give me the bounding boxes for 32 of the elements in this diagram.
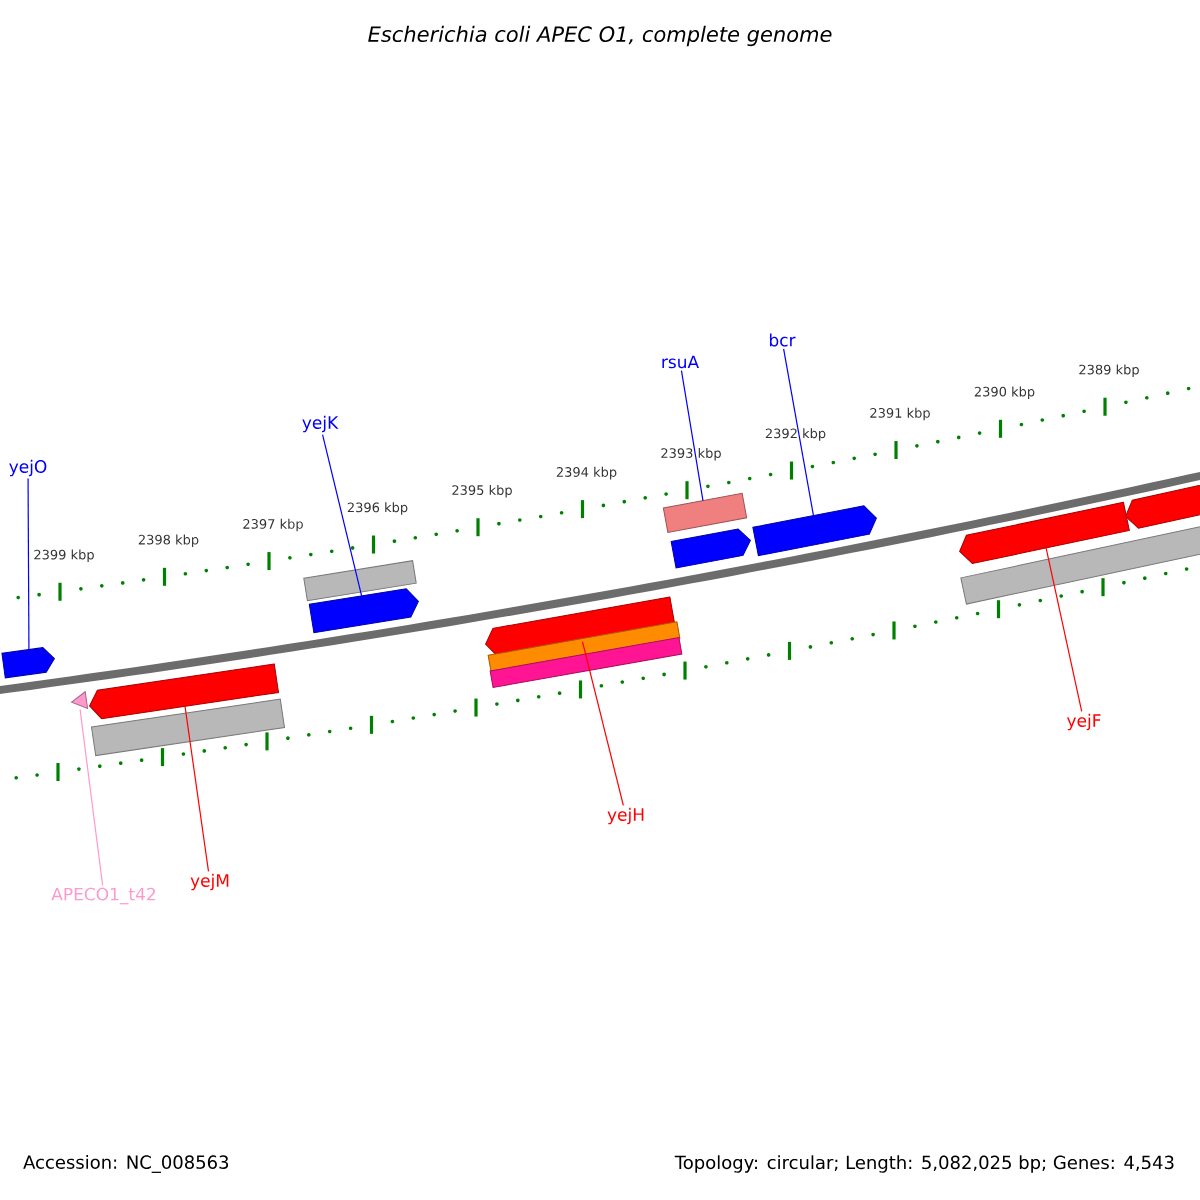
gene-feature xyxy=(89,663,279,720)
gene-feature xyxy=(1125,481,1200,529)
gene-label: yejM xyxy=(190,873,229,891)
gene-bar xyxy=(91,698,285,757)
leader-line xyxy=(79,708,104,886)
gene-bar xyxy=(303,560,417,602)
gene-label: bcr xyxy=(770,333,796,347)
accession-text: Accession: NC_008563 xyxy=(23,1155,229,1173)
gene-feature xyxy=(752,505,877,557)
leader-line xyxy=(27,478,30,651)
gene-bar xyxy=(662,492,748,533)
leader-line xyxy=(1045,547,1083,712)
gene-feature xyxy=(670,528,751,569)
leader-line xyxy=(184,705,210,872)
gene-label: yejH xyxy=(607,807,644,825)
gene-label: yejK xyxy=(302,415,339,433)
gene-label: yejO xyxy=(9,459,47,477)
leader-line xyxy=(783,348,815,517)
title: Escherichia coli APEC O1, complete genome xyxy=(368,25,832,47)
gene-bar xyxy=(489,637,683,688)
leader-line xyxy=(581,641,624,806)
gene-marker xyxy=(71,691,89,709)
gene-label: yejF xyxy=(1067,713,1101,731)
leader-line xyxy=(321,434,363,597)
gene-label: rsuA xyxy=(662,355,699,369)
gene-feature xyxy=(1,647,55,679)
gene-feature xyxy=(959,501,1130,564)
gene-feature xyxy=(308,588,419,634)
leader-line xyxy=(680,370,704,502)
gene-bar xyxy=(960,522,1200,605)
genome-info-text: Topology: circular; Length: 5,082,025 bp; Genes: 4,543 xyxy=(674,1155,1174,1173)
gene-label: APECO1_t42 xyxy=(51,887,156,905)
